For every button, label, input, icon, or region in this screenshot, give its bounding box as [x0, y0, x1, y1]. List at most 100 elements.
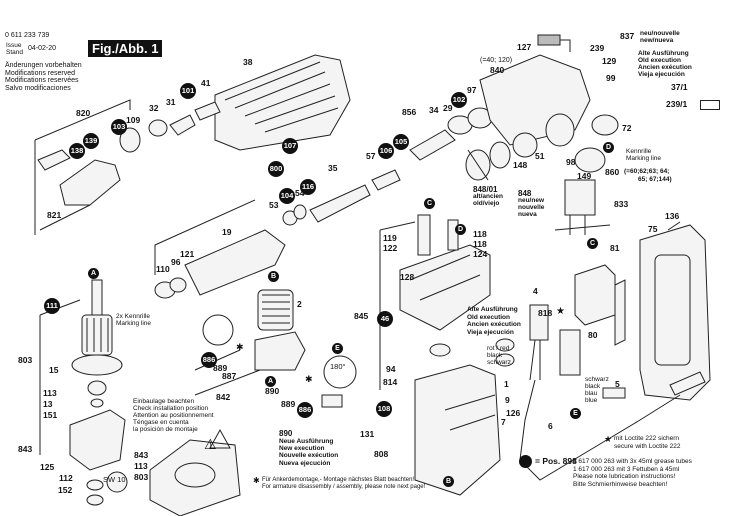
part-37-1[interactable]: 37/1	[671, 82, 688, 92]
badge-104[interactable]: 104	[279, 188, 295, 204]
part-2[interactable]: 2	[297, 299, 302, 309]
part-72[interactable]: 72	[622, 123, 632, 133]
part-118-a[interactable]: 118	[473, 229, 487, 239]
part-149[interactable]: 149	[577, 171, 592, 181]
part-7[interactable]: 7	[501, 417, 506, 427]
part-843[interactable]: 843	[18, 444, 33, 454]
part-41[interactable]: 41	[201, 78, 211, 88]
part-152[interactable]: 152	[58, 485, 73, 495]
part-119[interactable]: 119	[383, 233, 397, 243]
badge-800[interactable]: 800	[268, 161, 284, 177]
part-803[interactable]: 803	[18, 355, 33, 365]
note-line: Nouvelle exécution	[279, 452, 339, 460]
part-1[interactable]: 1	[504, 379, 509, 389]
switch-frame-81	[574, 264, 626, 346]
badge-138[interactable]: 138	[69, 143, 85, 159]
badge-101[interactable]: 101	[180, 83, 196, 99]
part-843-detail[interactable]: 843	[134, 450, 149, 460]
part-820[interactable]: 820	[76, 108, 91, 118]
badge-46[interactable]: 46	[377, 311, 393, 327]
part-121[interactable]: 121	[180, 249, 195, 259]
part-13[interactable]: 13	[43, 399, 53, 409]
part-99[interactable]: 99	[606, 73, 616, 83]
part-131[interactable]: 131	[360, 429, 375, 439]
badge-108[interactable]: 108	[376, 401, 392, 417]
part-54[interactable]: 54	[295, 188, 305, 198]
part-239[interactable]: 239	[590, 43, 605, 53]
part-122[interactable]: 122	[383, 243, 398, 253]
part-887[interactable]: 887	[222, 371, 237, 381]
part-19[interactable]: 19	[222, 227, 232, 237]
part-34[interactable]: 34	[429, 105, 439, 115]
part-127[interactable]: 127	[517, 42, 532, 52]
note-848-new: 848 neu/new nouvelle nueva	[518, 190, 544, 219]
part-136[interactable]: 136	[665, 211, 680, 221]
part-31[interactable]: 31	[166, 97, 176, 107]
part-53[interactable]: 53	[269, 200, 279, 210]
part-151[interactable]: 151	[43, 410, 58, 420]
part-4[interactable]: 4	[533, 286, 538, 296]
part-125[interactable]: 125	[40, 462, 55, 472]
part-803-detail[interactable]: 803	[134, 472, 149, 482]
badge-111[interactable]: 111	[44, 298, 60, 314]
part-51[interactable]: 51	[535, 151, 545, 161]
part-113[interactable]: 113	[43, 388, 57, 398]
part-118-b[interactable]: 118	[473, 239, 487, 249]
badge-106[interactable]: 106	[378, 143, 394, 159]
part-124[interactable]: 124	[473, 249, 488, 259]
part-81[interactable]: 81	[610, 243, 620, 253]
part-808[interactable]: 808	[374, 449, 389, 459]
part-148[interactable]: 148	[513, 160, 528, 170]
part-112[interactable]: 112	[59, 473, 73, 483]
badge-886-left[interactable]: 886	[201, 352, 217, 368]
part-890-top[interactable]: 890	[265, 386, 280, 396]
part-15[interactable]: 15	[49, 365, 59, 375]
part-889-right[interactable]: 889	[281, 399, 296, 409]
ref-marker-e-mid: E	[332, 343, 343, 354]
issue-label-en: Issue	[6, 42, 22, 49]
part-842[interactable]: 842	[216, 392, 231, 402]
part-126[interactable]: 126	[506, 408, 521, 418]
part-80[interactable]: 80	[588, 330, 598, 340]
part-98[interactable]: 98	[566, 157, 576, 167]
part-57[interactable]: 57	[366, 151, 376, 161]
part-109[interactable]: 109	[126, 115, 141, 125]
part-818[interactable]: 818	[538, 308, 553, 318]
badge-107[interactable]: 107	[282, 138, 298, 154]
part-840[interactable]: 840	[490, 65, 505, 75]
part-9[interactable]: 9	[505, 395, 510, 405]
part-239-1[interactable]: 239/1	[666, 99, 688, 109]
part-814[interactable]: 814	[383, 377, 398, 387]
part-38[interactable]: 38	[243, 57, 253, 67]
part-113-detail[interactable]: 113	[134, 461, 148, 471]
part-96[interactable]: 96	[171, 257, 181, 267]
part-32[interactable]: 32	[149, 103, 159, 113]
part-110[interactable]: 110	[156, 264, 170, 274]
part-837[interactable]: 837	[620, 31, 635, 41]
part-128[interactable]: 128	[400, 272, 415, 282]
part-6[interactable]: 6	[548, 421, 553, 431]
badge-886-right[interactable]: 886	[297, 402, 313, 418]
part-856[interactable]: 856	[402, 107, 417, 117]
part-29[interactable]: 29	[443, 103, 453, 113]
badge-103[interactable]: 103	[111, 119, 127, 135]
loctite-star-icon: ★	[556, 306, 565, 317]
badge-105-right[interactable]: 105	[393, 134, 409, 150]
note-grease: 1 617 000 263 with 3x 45ml grease tubes …	[573, 458, 692, 488]
part-35[interactable]: 35	[328, 163, 338, 173]
part-75[interactable]: 75	[648, 224, 658, 234]
part-129[interactable]: 129	[602, 56, 617, 66]
part-860[interactable]: 860	[605, 167, 620, 177]
part-821[interactable]: 821	[47, 210, 62, 220]
note-line: Check installation position	[133, 405, 209, 412]
part-845[interactable]: 845	[354, 311, 369, 321]
part-97[interactable]: 97	[467, 85, 477, 95]
part-94[interactable]: 94	[386, 364, 396, 374]
badge-139[interactable]: 139	[83, 133, 99, 149]
part-5[interactable]: 5	[615, 379, 620, 389]
badge-102[interactable]: 102	[451, 92, 467, 108]
part-833[interactable]: 833	[614, 199, 629, 209]
part-889-left[interactable]: 889	[213, 363, 228, 373]
badge-116[interactable]: 116	[300, 179, 316, 195]
